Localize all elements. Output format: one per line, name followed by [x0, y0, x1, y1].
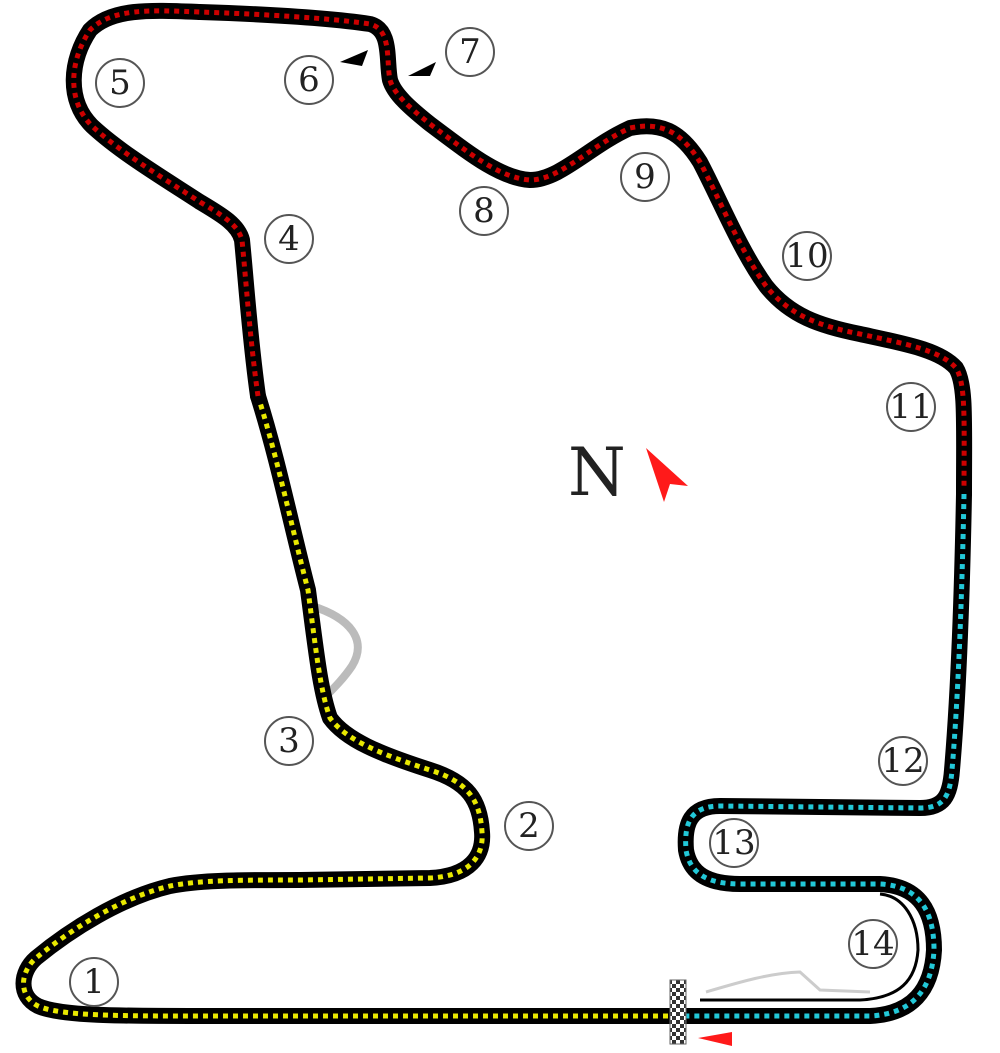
corner-3-marker: 3: [264, 716, 314, 766]
runoff-lines: [308, 602, 871, 994]
corner-3-label: 3: [278, 721, 300, 761]
corner-13-label: 13: [712, 823, 755, 863]
corner-14-marker: 14: [848, 919, 898, 969]
north-arrow-icon: [646, 448, 688, 502]
corner-1-marker: 1: [69, 957, 119, 1007]
corner-1-label: 1: [83, 962, 105, 1002]
corner-7-label: 7: [459, 32, 481, 72]
corner-11-label: 11: [889, 387, 932, 427]
corner-7-arrow-icon: [408, 62, 436, 76]
corner-9-marker: 9: [620, 152, 670, 202]
corner-13-marker: 13: [709, 818, 759, 868]
compass: N: [568, 434, 688, 511]
corner-8-marker: 8: [459, 186, 509, 236]
corner-7-marker: 7: [445, 27, 495, 77]
corner-4-label: 4: [278, 219, 300, 259]
corner-2-marker: 2: [504, 801, 554, 851]
pit-lane-line: [705, 970, 871, 994]
corner-8-label: 8: [473, 191, 495, 231]
corner-6-marker: 6: [284, 55, 334, 105]
direction-arrow-icon: [698, 1032, 732, 1046]
corner-5-label: 5: [109, 63, 131, 103]
corner-4-marker: 4: [264, 214, 314, 264]
corner-6-label: 6: [298, 60, 320, 100]
corner-10-label: 10: [785, 236, 828, 276]
corner-12-label: 12: [881, 741, 924, 781]
corner-10-marker: 10: [782, 231, 832, 281]
corner-6-arrow-icon: [340, 50, 368, 66]
corner-14-label: 14: [851, 924, 894, 964]
corner-12-marker: 12: [878, 736, 928, 786]
corner-9-label: 9: [634, 157, 656, 197]
corner-5-marker: 5: [95, 58, 145, 108]
chicane-runoff: [308, 602, 362, 700]
sector-3-track: [670, 486, 972, 1024]
sector-1-track: [15, 388, 686, 1024]
north-label: N: [568, 434, 626, 511]
corner-2-label: 2: [518, 806, 540, 846]
checkered-flag-line-icon: [669, 979, 687, 1045]
sector-2-track: [65, 2, 973, 502]
corner-markers: 1 2 3 4 5 6 7 8: [69, 27, 936, 1007]
corner-11-marker: 11: [886, 382, 936, 432]
